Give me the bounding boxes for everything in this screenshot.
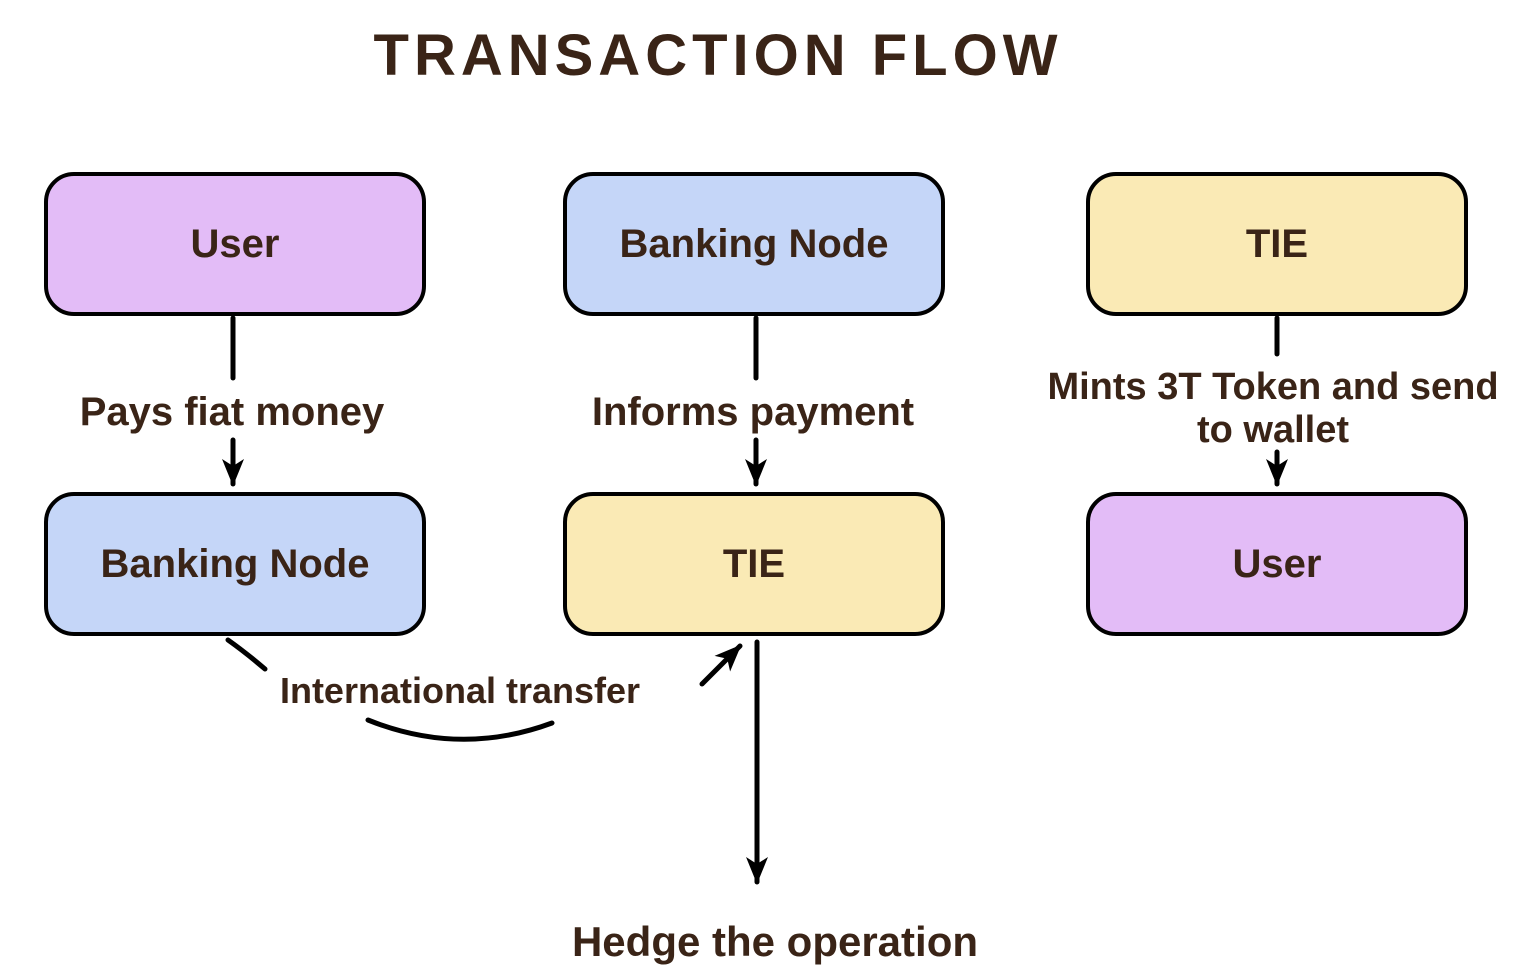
node-label: Banking Node [100,541,370,586]
node-banking-node-bottom: Banking Node [44,492,426,636]
arrow-international-transfer-start [225,637,268,672]
node-label: TIE [1245,221,1309,266]
edge-label-pays-fiat-money: Pays fiat money [79,390,385,434]
arrow-international-transfer-end [699,643,743,687]
node-label: User [190,221,280,266]
node-tie-middle: TIE [563,492,945,636]
edge-label-mints-line2: to wallet [1196,408,1350,451]
node-label: TIE [722,541,786,586]
page-title: TRANSACTION FLOW [373,23,1063,88]
node-label: Banking Node [619,221,889,266]
node-user-top: User [44,172,426,316]
node-label: User [1232,541,1322,586]
edge-label-informs-payment: Informs payment [591,390,915,434]
edge-label-mints-line1: Mints 3T Token and send [1047,366,1499,408]
node-banking-node-top: Banking Node [563,172,945,316]
node-tie-top: TIE [1086,172,1468,316]
node-user-bottom: User [1086,492,1468,636]
edge-label-international-transfer: International transfer [279,670,641,711]
arrow-international-transfer-curve [365,717,555,742]
edge-label-hedge-operation: Hedge the operation [571,918,979,965]
edge-label-mints-token: Mints 3T Token and send to wallet [1003,366,1536,451]
